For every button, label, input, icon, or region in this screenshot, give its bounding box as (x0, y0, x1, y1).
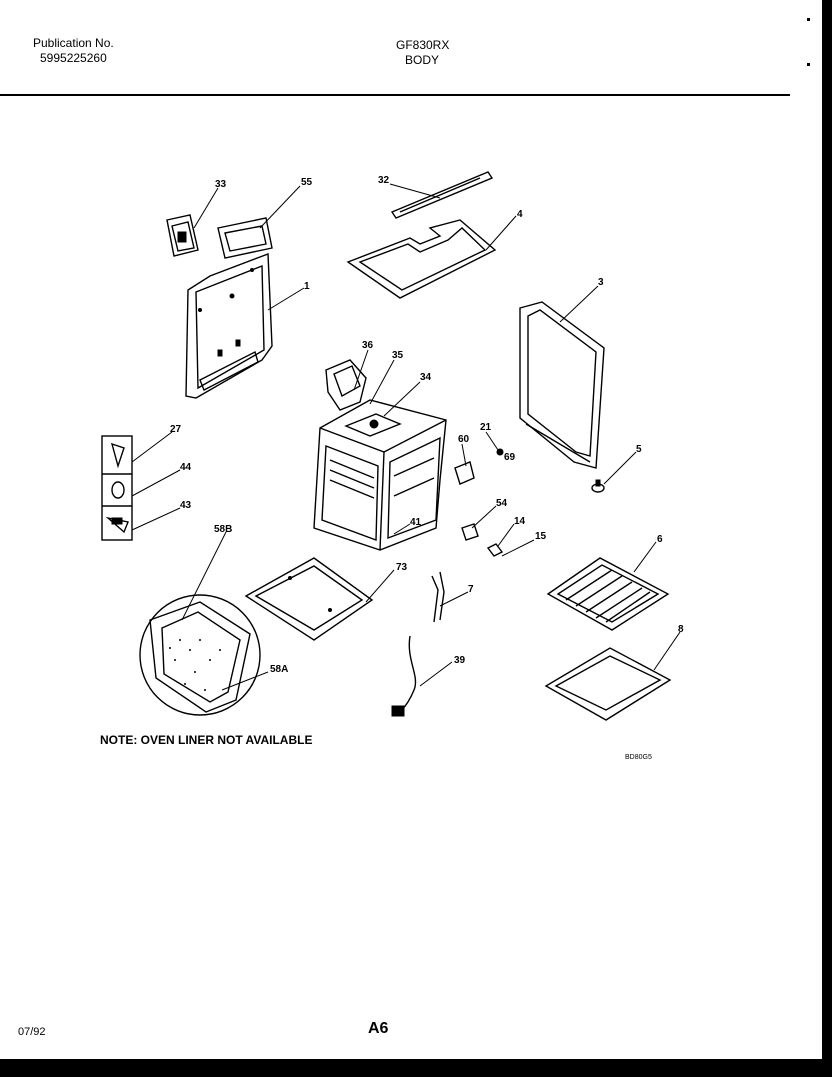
model-number: GF830RX (396, 38, 450, 52)
drawing-code: BD80G5 (625, 754, 652, 761)
part-54 (461, 523, 479, 541)
callout-41: 41 (410, 517, 422, 528)
note-text: NOTE: OVEN LINER NOT AVAILABLE (100, 733, 313, 747)
part-hardware-stack (101, 435, 133, 541)
callout-55: 55 (301, 177, 313, 188)
bottom-border (0, 1059, 832, 1077)
part-7 (431, 571, 445, 623)
header-rule (0, 94, 790, 96)
callout-14: 14 (514, 516, 526, 527)
callout-69: 69 (504, 452, 516, 463)
section-title: BODY (405, 53, 440, 67)
part-73 (244, 557, 374, 641)
part-32 (390, 171, 494, 219)
scan-mark (807, 63, 810, 66)
callout-43: 43 (180, 500, 192, 511)
page-number: A6 (368, 1020, 389, 1037)
callout-5: 5 (636, 444, 642, 455)
right-border (822, 0, 832, 1077)
callout-44: 44 (180, 462, 192, 473)
callout-21: 21 (480, 422, 492, 433)
callout-6: 6 (657, 534, 663, 545)
part-14 (486, 543, 504, 557)
part-55 (217, 217, 273, 259)
scan-mark (807, 18, 810, 21)
callout-54: 54 (496, 498, 508, 509)
callout-1: 1 (304, 281, 310, 292)
callout-7: 7 (468, 584, 474, 595)
callout-60: 60 (458, 434, 470, 445)
callout-58B: 58B (214, 524, 232, 535)
callout-36: 36 (362, 340, 374, 351)
callout-3: 3 (598, 277, 604, 288)
part-1 (185, 253, 273, 399)
part-60 (454, 461, 475, 485)
callout-32: 32 (378, 175, 390, 186)
callout-15: 15 (535, 531, 547, 542)
part-36 (325, 359, 367, 411)
callout-34: 34 (420, 372, 432, 383)
part-body-frame (313, 399, 447, 551)
callout-73: 73 (396, 562, 408, 573)
callout-58A: 58A (270, 664, 288, 675)
part-8 (544, 647, 672, 721)
part-4 (346, 219, 497, 299)
callout-27: 27 (170, 424, 182, 435)
part-6 (546, 557, 670, 631)
callout-33: 33 (215, 179, 227, 190)
publication-label: Publication No. (33, 36, 114, 50)
part-33 (166, 214, 199, 257)
callout-35: 35 (392, 350, 404, 361)
part-69 (496, 448, 504, 456)
callout-labels: 33 55 32 4 1 3 36 35 34 27 44 43 21 69 6… (170, 175, 684, 675)
part-39 (391, 635, 417, 717)
part-3 (519, 301, 605, 469)
callout-8: 8 (678, 624, 684, 635)
part-5 (591, 479, 605, 493)
callout-39: 39 (454, 655, 466, 666)
footer-date: 07/92 (18, 1026, 46, 1038)
publication-number: 5995225260 (40, 51, 107, 65)
leader-lines (131, 183, 681, 691)
callout-4: 4 (517, 209, 523, 220)
part-insulation-detail (139, 594, 261, 716)
